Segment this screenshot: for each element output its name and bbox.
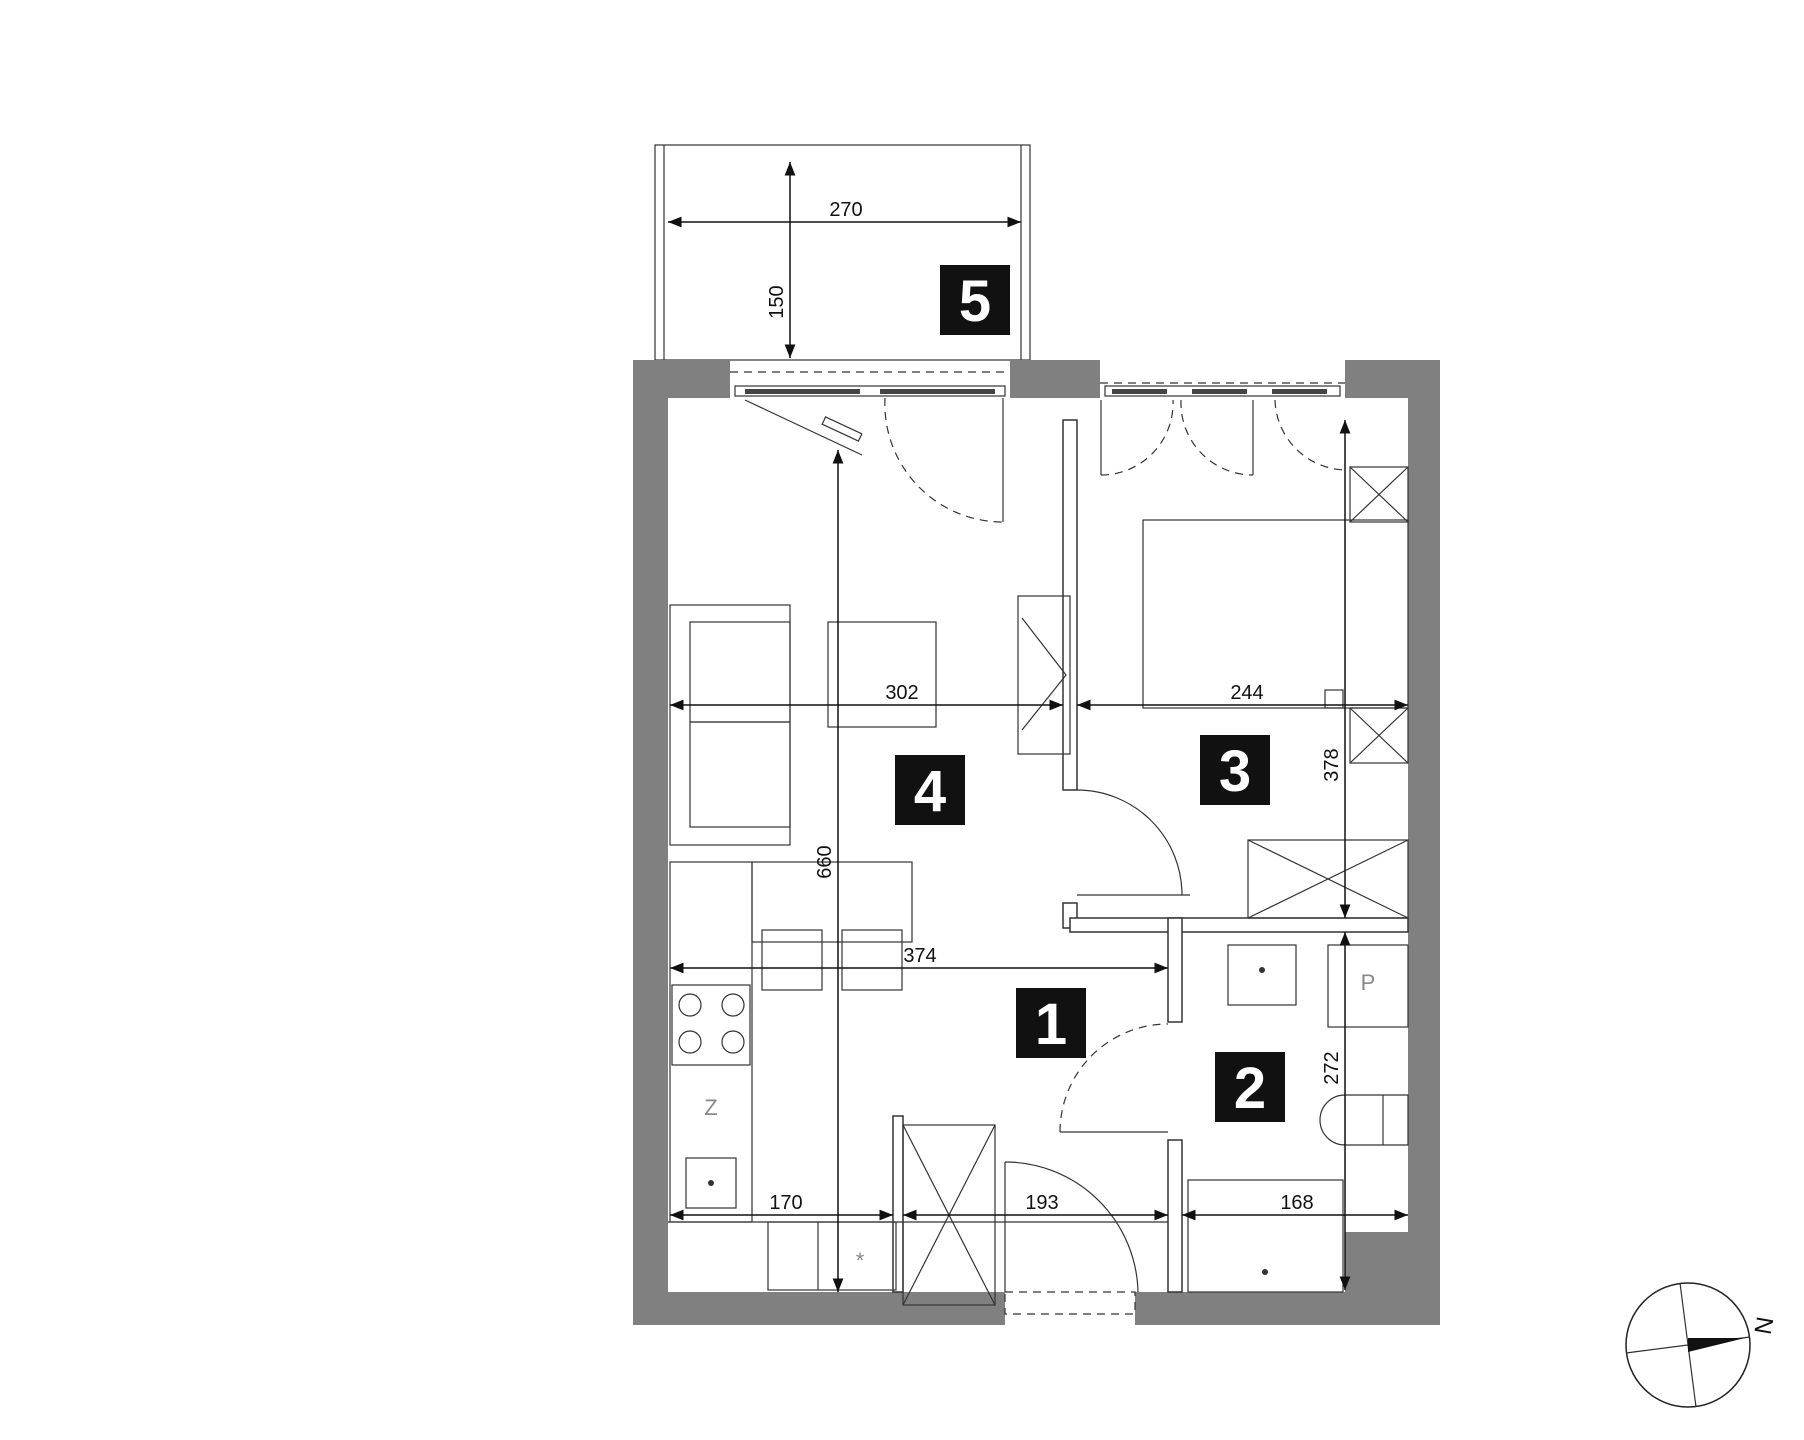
dim-living-width: 302: [885, 682, 918, 704]
room-label-4: 4: [895, 755, 965, 825]
room-label-1: 1: [1016, 988, 1086, 1058]
dim-bath-width: 168: [1280, 1192, 1313, 1214]
room-number: 2: [1234, 1056, 1266, 1121]
room-label-5: 5: [940, 265, 1010, 335]
armchair: [827, 621, 937, 728]
room-number: 5: [959, 269, 991, 334]
room-number: 4: [914, 759, 946, 824]
dim-bath-depth: 272: [1321, 1051, 1343, 1084]
windows: [730, 371, 1345, 397]
compass: N: [1625, 1282, 1780, 1408]
dimension-lines: [668, 162, 1408, 1292]
dim-hall-width: 374: [903, 945, 936, 967]
dining-set: [751, 861, 913, 991]
washer-label: P: [1361, 970, 1376, 995]
bed: [1142, 466, 1409, 764]
dim-kitchen-width: 170: [769, 1192, 802, 1214]
dim-balcony-depth: 150: [766, 285, 788, 318]
interior-walls: [668, 419, 1409, 1293]
dim-bedroom-depth: 378: [1321, 748, 1343, 781]
balcony: [654, 144, 1031, 361]
compass-north-label: N: [1750, 1315, 1780, 1337]
room-number: 3: [1219, 739, 1251, 804]
dim-balcony-width: 270: [829, 199, 862, 221]
svg-text:*: *: [856, 1248, 865, 1273]
tv-cabinet: [1017, 595, 1071, 755]
dim-bedroom-width: 244: [1230, 682, 1263, 704]
wardrobe: [1247, 839, 1409, 919]
room-number: 1: [1035, 992, 1067, 1057]
fridge-label: Z: [704, 1095, 717, 1120]
exterior-walls: [633, 360, 1440, 1325]
kitchen-counter: *: [669, 861, 897, 1291]
room-label-3: 3: [1200, 735, 1270, 805]
dim-total-depth: 660: [814, 845, 836, 878]
compass-needle-icon: [1688, 1338, 1745, 1352]
dim-entry-width: 193: [1025, 1192, 1058, 1214]
doors: [744, 397, 1348, 1315]
sofa: [669, 604, 791, 846]
room-label-2: 2: [1215, 1052, 1285, 1122]
